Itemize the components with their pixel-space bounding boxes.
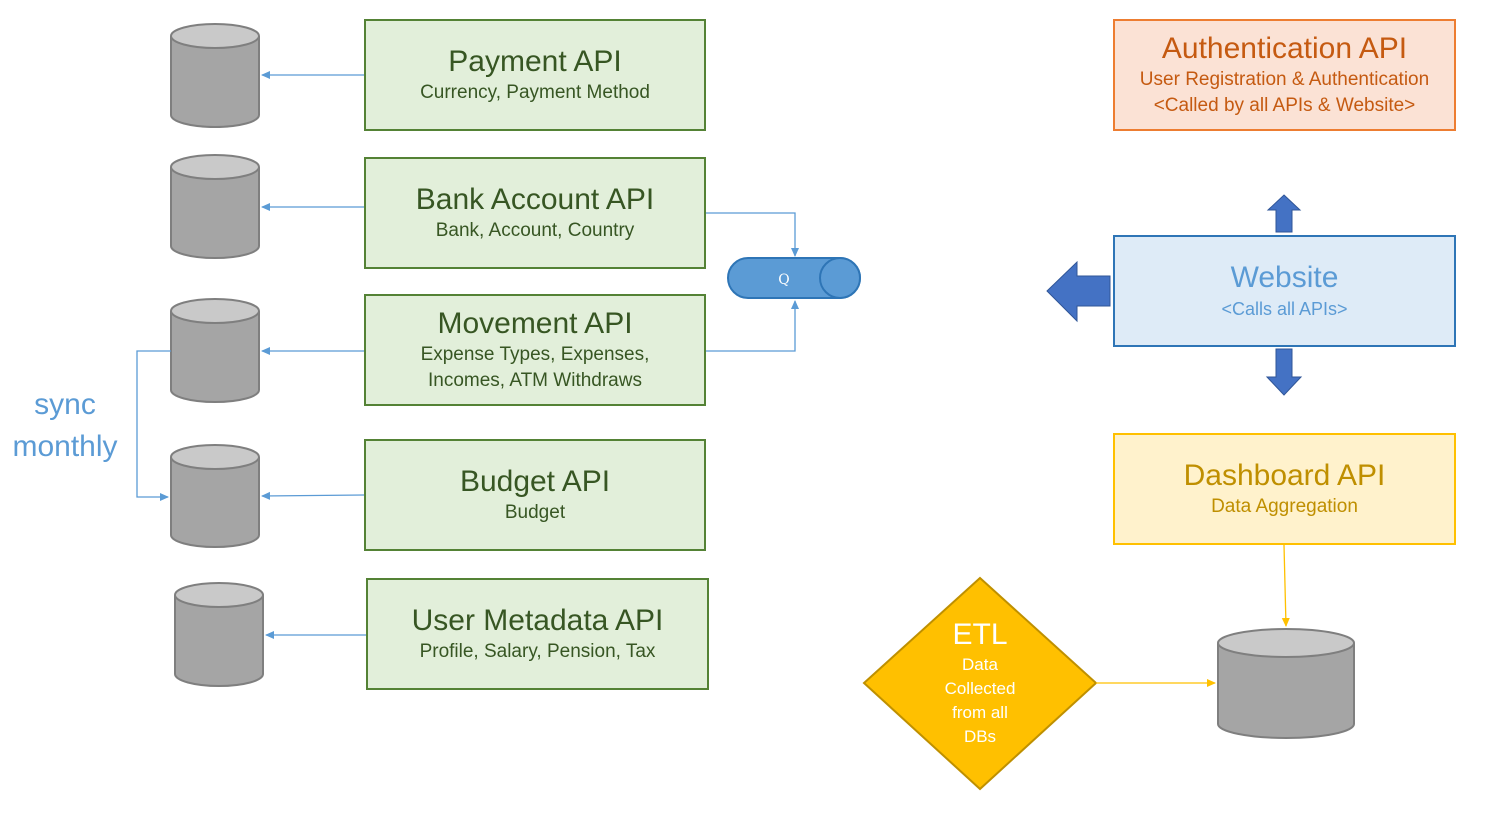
authentication-api-subtitle-line2: <Called by all APIs & Website> <box>1153 95 1416 116</box>
user-metadata-api-box: User Metadata API Profile, Salary, Pensi… <box>366 578 709 690</box>
movement-api-subtitle-line1: Expense Types, Expenses, <box>420 344 650 365</box>
user-metadata-api-subtitle: Profile, Salary, Pension, Tax <box>419 641 656 662</box>
etl-label: ETL Data Collected from all DBs <box>920 617 1040 749</box>
website-title: Website <box>1230 261 1339 294</box>
etl-diamond <box>862 576 1098 791</box>
website-box: Website <Calls all APIs> <box>1113 235 1456 347</box>
queue-label: Q <box>778 272 789 288</box>
bank-account-api-subtitle: Bank, Account, Country <box>435 220 635 241</box>
budget-api-box: Budget API Budget <box>364 439 706 551</box>
payment-api-subtitle: Currency, Payment Method <box>420 82 650 103</box>
arrow-left-icon <box>1046 260 1111 323</box>
etl-title: ETL <box>952 618 1008 651</box>
database-icon-bank <box>170 154 260 259</box>
payment-api-box: Payment API Currency, Payment Method <box>364 19 706 131</box>
database-icon-payment <box>170 23 260 128</box>
arrow-down-icon <box>1265 348 1303 396</box>
sync-monthly-label: sync monthly <box>0 384 130 468</box>
queue-icon: Q <box>727 257 861 299</box>
budget-api-subtitle: Budget <box>504 502 566 523</box>
database-icon-user-metadata <box>174 582 264 687</box>
connector-bank-queue <box>706 212 799 257</box>
authentication-api-box: Authentication API User Registration & A… <box>1113 19 1456 131</box>
sync-label-line1: sync <box>34 388 96 421</box>
user-metadata-api-title: User Metadata API <box>411 604 664 637</box>
etl-line4: DBs <box>963 727 997 746</box>
movement-api-title: Movement API <box>437 307 633 340</box>
sync-connector <box>136 350 171 501</box>
connector-dashboard-db <box>1281 544 1290 627</box>
dashboard-api-box: Dashboard API Data Aggregation <box>1113 433 1456 545</box>
budget-api-title: Budget API <box>459 465 611 498</box>
dashboard-api-subtitle: Data Aggregation <box>1211 496 1358 517</box>
payment-api-title: Payment API <box>448 45 622 78</box>
arrow-up-icon <box>1266 194 1302 233</box>
movement-api-subtitle-line2: Incomes, ATM Withdraws <box>428 370 642 391</box>
connector-budget-db <box>261 491 365 500</box>
bank-account-api-title: Bank Account API <box>415 183 655 216</box>
dashboard-api-title: Dashboard API <box>1183 459 1386 492</box>
sync-label-line2: monthly <box>12 430 118 463</box>
etl-line1: Data <box>962 655 998 674</box>
website-subtitle: <Calls all APIs> <box>1221 299 1348 319</box>
database-icon-budget <box>170 444 260 548</box>
movement-api-box: Movement API Expense Types, Expenses, In… <box>364 294 706 406</box>
database-icon-dashboard <box>1217 628 1355 739</box>
authentication-api-subtitle-line1: User Registration & Authentication <box>1139 69 1430 90</box>
etl-line2: Collected <box>944 679 1016 698</box>
database-icon-movement <box>170 298 260 403</box>
bank-account-api-box: Bank Account API Bank, Account, Country <box>364 157 706 269</box>
authentication-api-title: Authentication API <box>1161 32 1408 65</box>
connector-movement-queue <box>706 300 799 352</box>
etl-line3: from all <box>952 703 1008 722</box>
